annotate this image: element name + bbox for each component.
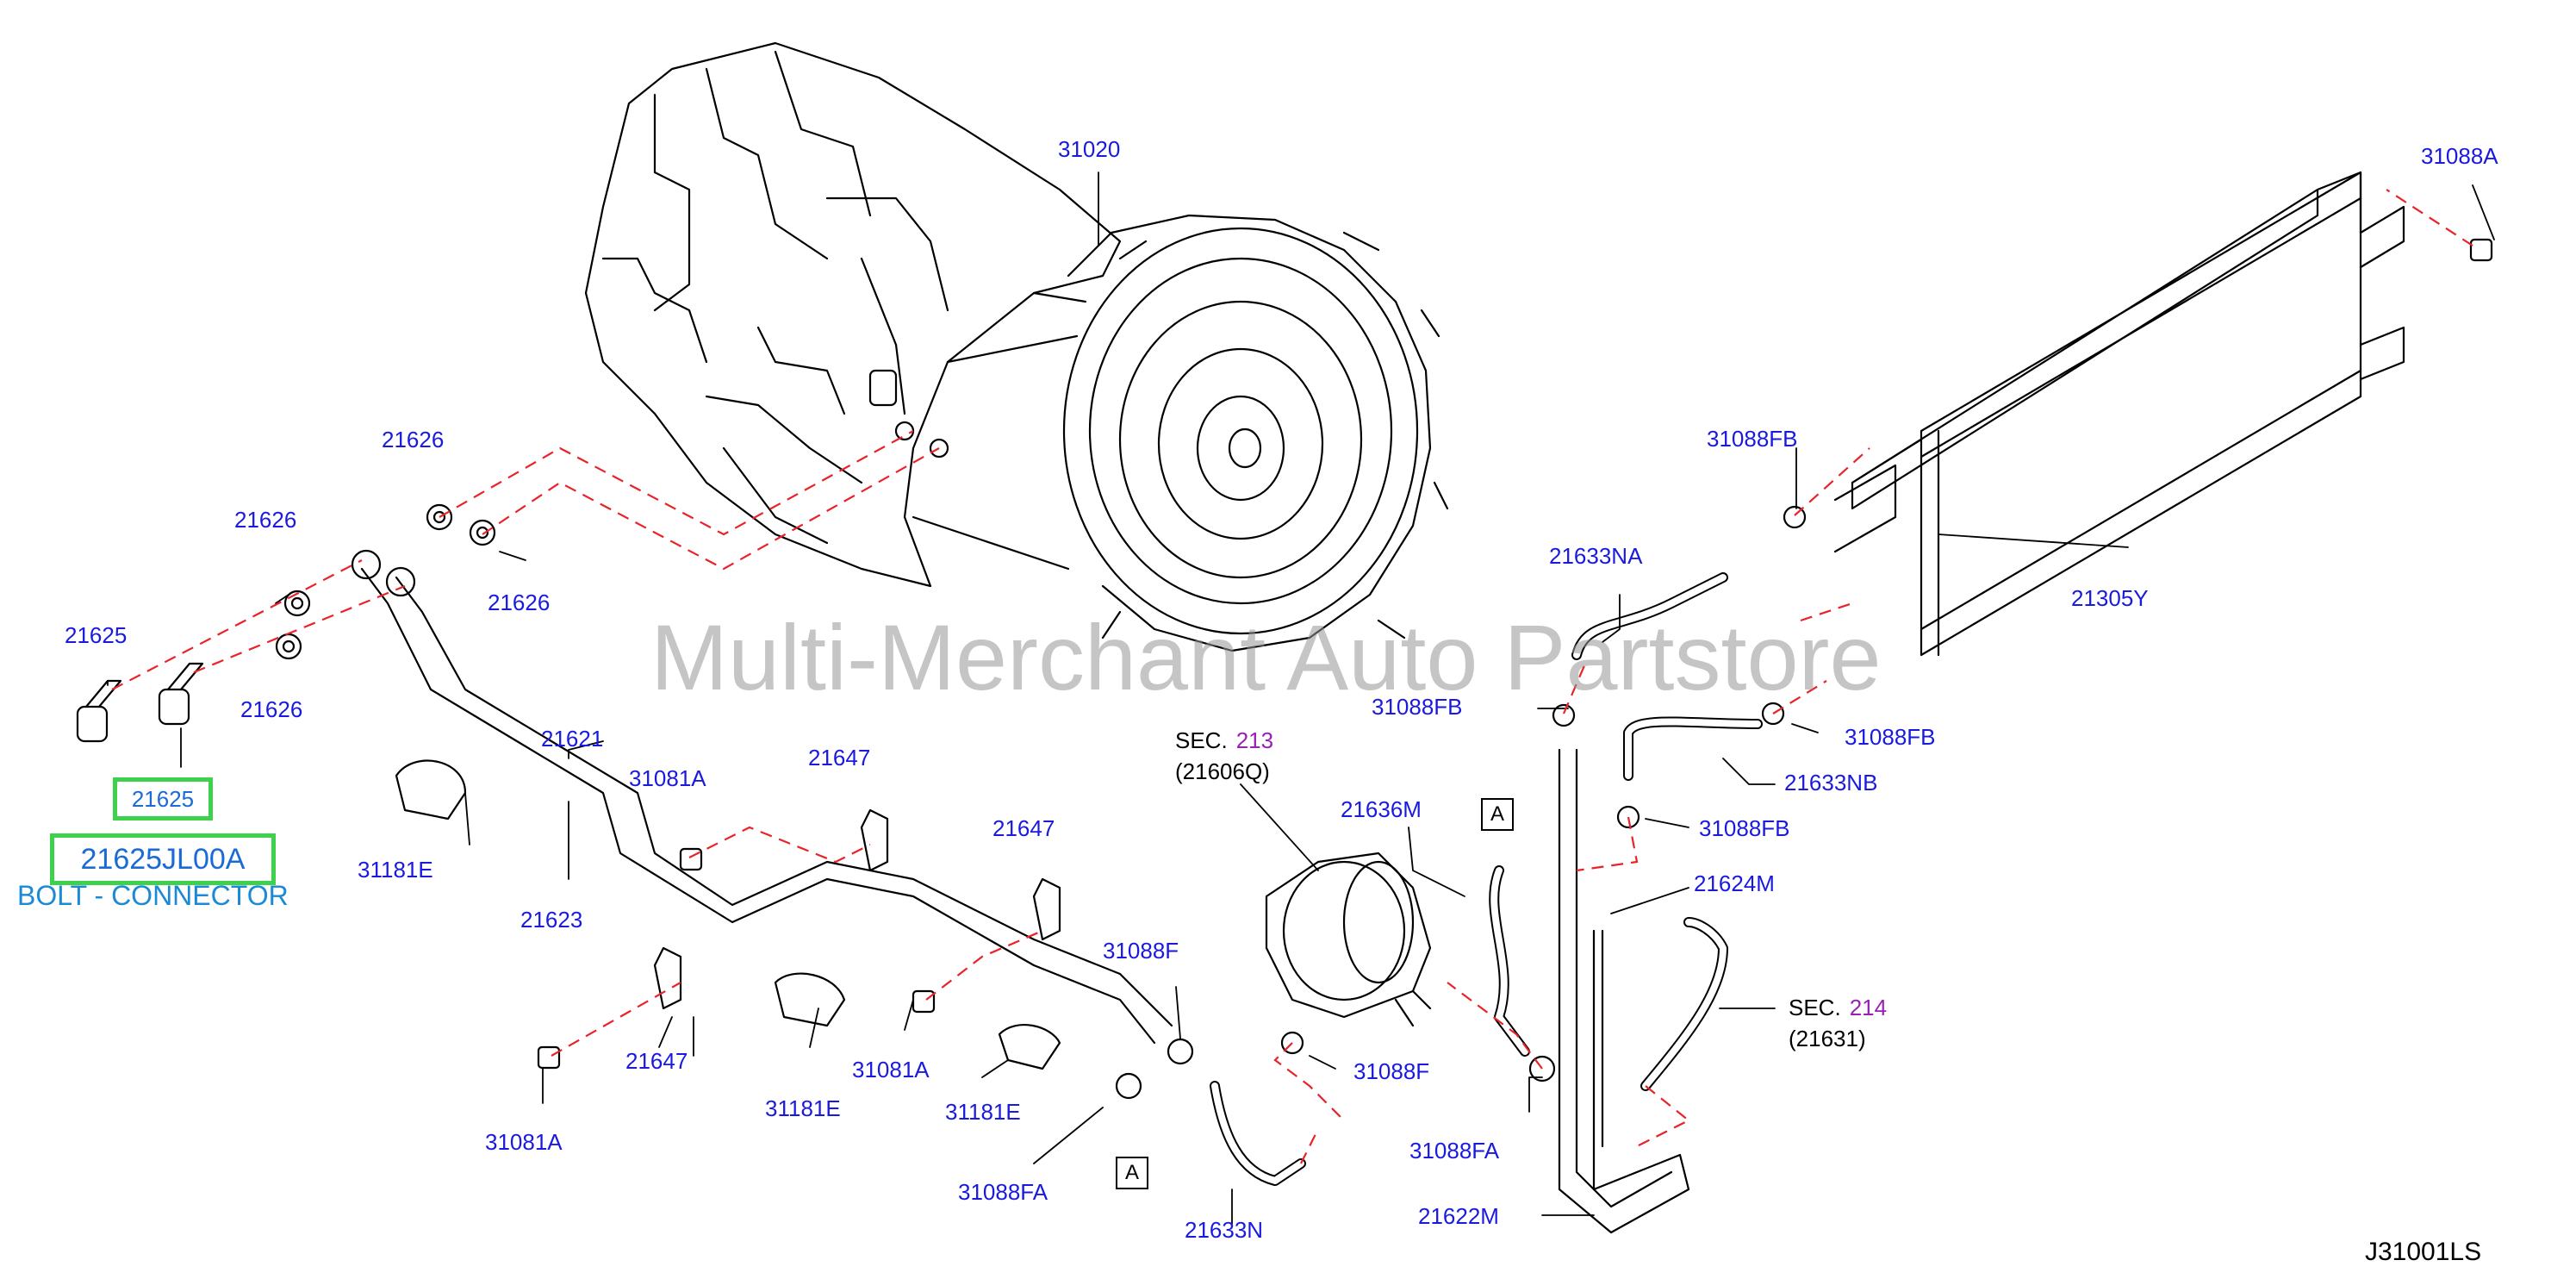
- part-label-31088fb-a[interactable]: 31088FB: [1707, 426, 1798, 452]
- lower-tube-drawing: [1558, 748, 1690, 1234]
- part-label-21622m[interactable]: 21622M: [1418, 1203, 1499, 1229]
- part-label-21626-c[interactable]: 21626: [488, 590, 551, 615]
- part-label-31088fb-c[interactable]: 31088FB: [1845, 724, 1936, 750]
- section-sub-21606q: (21606Q): [1175, 758, 1270, 784]
- oil-cooler-drawing: [1833, 171, 2405, 657]
- part-label-21625[interactable]: 21625: [65, 622, 128, 648]
- part-label-21626-b[interactable]: 21626: [234, 507, 297, 533]
- part-label-21623[interactable]: 21623: [520, 907, 583, 933]
- part-label-31088fb-b[interactable]: 31088FB: [1372, 694, 1463, 720]
- part-label-21626-d[interactable]: 21626: [240, 696, 303, 722]
- hose-drawing: [1210, 572, 1763, 1186]
- part-label-21624m[interactable]: 21624M: [1694, 870, 1775, 896]
- part-label-21647-c[interactable]: 21647: [625, 1048, 688, 1074]
- ref-marker-a-lower: A: [1116, 1157, 1148, 1189]
- part-label-31088f-b[interactable]: 31088F: [1353, 1058, 1430, 1084]
- part-label-31181e-b[interactable]: 31181E: [765, 1095, 841, 1121]
- part-label-21633n[interactable]: 21633N: [1185, 1217, 1264, 1243]
- part-label-21633nb[interactable]: 21633NB: [1784, 770, 1878, 795]
- part-label-31088a[interactable]: 31088A: [2421, 143, 2498, 169]
- transmission-drawing: [584, 41, 1449, 652]
- part-label-21636m[interactable]: 21636M: [1341, 796, 1422, 822]
- section-number: 213: [1235, 727, 1274, 753]
- part-label-21647-a[interactable]: 21647: [808, 745, 871, 771]
- part-label-21305y[interactable]: 21305Y: [2071, 585, 2149, 611]
- highlighted-part-description: BOLT - CONNECTOR: [17, 880, 289, 911]
- part-label-31088fa-a[interactable]: 31088FA: [958, 1179, 1048, 1205]
- part-label-31181e-a[interactable]: 31181E: [358, 857, 433, 883]
- part-label-31081a-c[interactable]: 31081A: [485, 1129, 563, 1155]
- part-label-21626-a[interactable]: 21626: [382, 427, 445, 452]
- part-label-31088fa-b[interactable]: 31088FA: [1409, 1138, 1500, 1164]
- part-label-21647-b[interactable]: 21647: [992, 815, 1055, 841]
- filter-drawing: [1265, 852, 1432, 1027]
- section-number: 214: [1849, 995, 1888, 1020]
- section-prefix: SEC.: [1789, 995, 1841, 1020]
- part-label-21621[interactable]: 21621: [541, 726, 604, 752]
- part-label-31081a-b[interactable]: 31081A: [852, 1057, 930, 1082]
- section-prefix: SEC.: [1175, 727, 1228, 753]
- section-ref-213[interactable]: SEC. 213: [1175, 729, 1273, 752]
- part-label-31081a-a[interactable]: 31081A: [629, 765, 706, 791]
- small-parts-drawing: [76, 238, 2493, 1100]
- highlighted-oem-number[interactable]: 21625JL00A: [50, 833, 276, 885]
- part-label-31020[interactable]: 31020: [1058, 136, 1121, 162]
- highlighted-part-number[interactable]: 21625: [113, 777, 213, 820]
- part-label-31181e-c[interactable]: 31181E: [945, 1099, 1021, 1125]
- part-label-31088fb-d[interactable]: 31088FB: [1699, 815, 1790, 841]
- cooler-tube-drawing: [351, 549, 1173, 1045]
- leader-lines: [107, 172, 2495, 1225]
- part-label-31088f-a[interactable]: 31088F: [1103, 938, 1179, 964]
- diagram-code: J31001LS: [2365, 1238, 2482, 1266]
- part-label-21633na[interactable]: 21633NA: [1549, 543, 1643, 569]
- dashed-alignment-lines: [111, 189, 2473, 1164]
- section-ref-214[interactable]: SEC. 214: [1789, 996, 1887, 1019]
- section-sub-21631: (21631): [1789, 1026, 1866, 1051]
- ref-marker-a-upper: A: [1481, 798, 1514, 831]
